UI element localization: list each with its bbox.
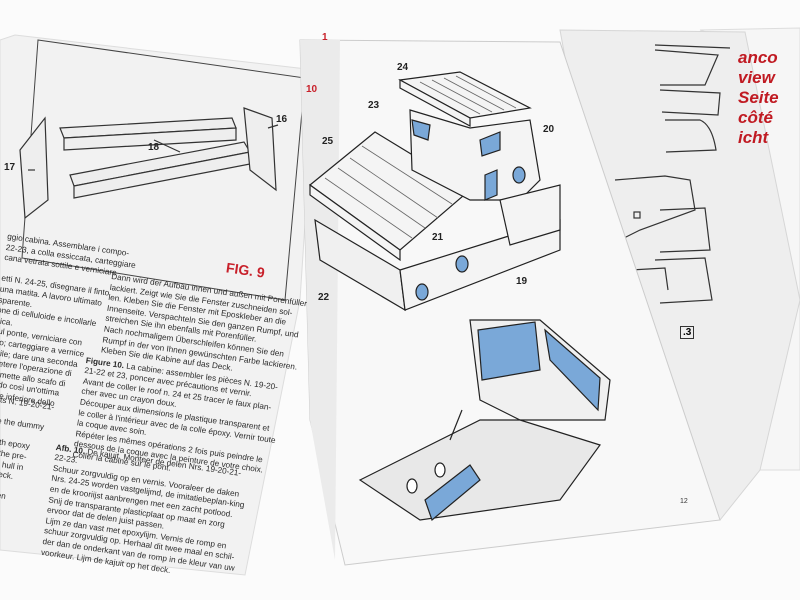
part-label-19: 19 <box>516 276 528 287</box>
part-label-21: 21 <box>432 232 444 243</box>
hull-drawing <box>358 319 611 522</box>
part-label-25: 25 <box>322 136 334 147</box>
part-label-24: 24 <box>397 62 409 73</box>
part-label-23: 23 <box>368 100 380 111</box>
red-heading-words: anco view Seite côté icht <box>738 48 779 148</box>
red-word: Seite <box>738 88 779 107</box>
fig9-drawing <box>19 107 279 220</box>
part-label-22: 22 <box>318 292 330 303</box>
cabin-drawing <box>309 71 561 312</box>
part-label-16: 16 <box>276 114 288 125</box>
red-word: anco <box>738 48 778 67</box>
page-number: 12 <box>680 498 688 505</box>
section-marker: .3 <box>680 326 695 339</box>
red-word: view <box>738 68 775 87</box>
part-label-18: 18 <box>148 142 160 153</box>
red-word: côté <box>738 108 773 127</box>
part-label-20: 20 <box>543 124 555 135</box>
dutch-body: De kajuit. Monteer de delen Nrs. 19-20-2… <box>40 446 245 575</box>
corner-mark-10: 10 <box>306 84 318 95</box>
part-label-17: 17 <box>4 162 16 173</box>
back-page-drawings <box>614 44 731 304</box>
corner-mark-1: 1 <box>322 32 328 43</box>
red-word: icht <box>738 128 769 147</box>
